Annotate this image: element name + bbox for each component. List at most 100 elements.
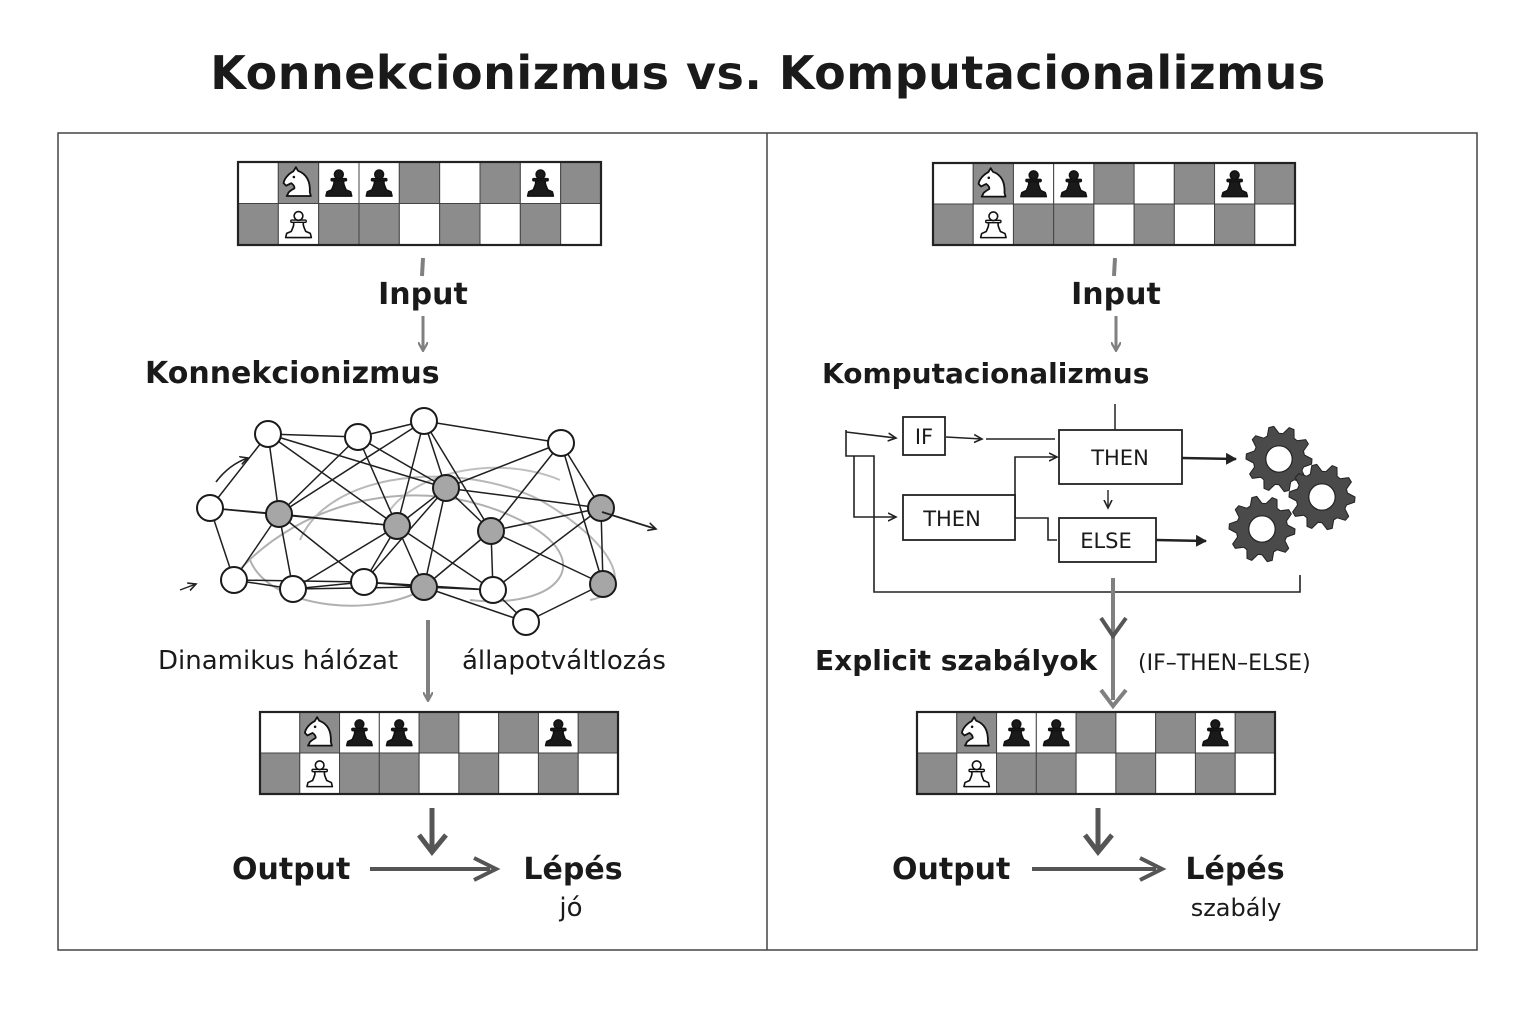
board-square bbox=[1035, 752, 1077, 795]
board-square bbox=[339, 752, 380, 795]
network-node bbox=[479, 576, 507, 604]
board-square bbox=[1093, 162, 1135, 205]
network-output-arrow bbox=[601, 511, 656, 529]
board-square bbox=[1173, 203, 1216, 246]
neural-network bbox=[179, 407, 656, 636]
black-pawn-icon bbox=[1002, 719, 1030, 747]
network-edge bbox=[209, 433, 269, 509]
white-pawn-icon bbox=[306, 760, 334, 788]
network-edge bbox=[490, 530, 604, 585]
black-pawn-icon bbox=[345, 719, 373, 747]
left-heading: Konnekcionizmus bbox=[145, 356, 440, 391]
board-square bbox=[479, 203, 521, 246]
board-square bbox=[1254, 203, 1296, 246]
board-square bbox=[479, 161, 521, 204]
network-edge bbox=[267, 433, 447, 489]
white-knight-icon bbox=[961, 716, 990, 747]
network-node bbox=[265, 500, 293, 528]
board-square bbox=[378, 752, 420, 795]
if-label: IF bbox=[915, 425, 933, 449]
flow-line bbox=[1015, 517, 1057, 541]
network-node bbox=[432, 474, 460, 502]
right-result-label: Lépés bbox=[1185, 852, 1284, 887]
board-square bbox=[932, 162, 974, 205]
board-square bbox=[439, 203, 481, 246]
left-output-label: Output bbox=[232, 852, 350, 887]
gears-icon bbox=[1228, 425, 1356, 563]
board-square bbox=[932, 203, 974, 246]
board-square bbox=[237, 203, 279, 246]
board-square bbox=[916, 711, 958, 754]
network-edge bbox=[525, 583, 604, 623]
board-border bbox=[236, 160, 603, 247]
right-output-arrow-head bbox=[1083, 833, 1114, 857]
network-edge bbox=[292, 525, 398, 590]
white-pawn-icon bbox=[979, 211, 1007, 239]
right-result-sub: szabály bbox=[1191, 894, 1282, 922]
network-node bbox=[410, 573, 438, 601]
black-pawn-icon bbox=[1020, 170, 1048, 198]
right-flow-arrow-head bbox=[1099, 688, 1128, 710]
white-pawn-icon bbox=[284, 210, 313, 239]
network-motion-arrow bbox=[179, 584, 196, 590]
left-input-stub bbox=[420, 257, 425, 277]
network-edge bbox=[490, 507, 602, 532]
network-edge bbox=[423, 487, 447, 588]
left-panel: Input Konnekcionizmus Dinamikus hálózat … bbox=[145, 160, 666, 923]
network-edge bbox=[445, 442, 562, 489]
board-square bbox=[418, 711, 460, 754]
black-pawn-icon bbox=[325, 169, 353, 197]
right-result-arrow-head bbox=[1139, 856, 1167, 882]
network-node bbox=[589, 570, 617, 598]
right-panel: Input Komputacionalizmus IF THEN THEN EL… bbox=[815, 161, 1356, 922]
network-node bbox=[587, 494, 615, 522]
black-pawn-icon bbox=[365, 169, 393, 197]
board-square bbox=[418, 752, 460, 795]
left-result-label: Lépés bbox=[523, 852, 622, 887]
black-pawn-icon bbox=[1042, 719, 1070, 747]
flow-line bbox=[945, 437, 982, 439]
right-output-label: Output bbox=[892, 852, 1010, 887]
network-node bbox=[383, 512, 411, 540]
network-nodes bbox=[196, 407, 617, 636]
network-node bbox=[512, 608, 540, 636]
board-square bbox=[996, 752, 1037, 795]
network-edge bbox=[423, 420, 562, 444]
board-square bbox=[1053, 203, 1095, 246]
network-edge bbox=[423, 530, 492, 588]
network-edge bbox=[492, 507, 602, 591]
network-node bbox=[410, 407, 438, 435]
board-square bbox=[1115, 752, 1157, 795]
left-input-board bbox=[236, 160, 603, 247]
else-box bbox=[1058, 517, 1157, 563]
flow-to-gears-arrow bbox=[1155, 534, 1207, 547]
right-output-board bbox=[915, 710, 1277, 796]
network-edge bbox=[209, 507, 398, 527]
white-knight-icon bbox=[977, 167, 1007, 198]
board-square bbox=[1075, 711, 1117, 754]
black-pawn-icon bbox=[385, 719, 413, 747]
board-square bbox=[398, 203, 441, 246]
board-square bbox=[1155, 711, 1196, 754]
else-label: ELSE bbox=[1080, 529, 1132, 553]
board-square bbox=[237, 161, 279, 204]
board-square bbox=[1133, 203, 1175, 246]
board-square bbox=[398, 161, 441, 204]
board-square bbox=[259, 711, 301, 754]
network-edge bbox=[490, 442, 562, 532]
board-square bbox=[458, 711, 500, 754]
network-motion-arrow bbox=[215, 458, 248, 483]
board-square bbox=[1133, 162, 1175, 205]
network-node bbox=[254, 420, 282, 448]
network-edge bbox=[396, 525, 494, 591]
then-box-left bbox=[902, 494, 1016, 541]
network-edge bbox=[357, 436, 398, 527]
board-square bbox=[1075, 752, 1117, 795]
board-square bbox=[1234, 752, 1276, 795]
left-output-board bbox=[258, 710, 620, 796]
flow-line bbox=[1014, 457, 1057, 518]
flow-to-gears-arrow bbox=[1181, 452, 1237, 465]
network-edge bbox=[278, 513, 365, 583]
gear-icon bbox=[1245, 425, 1313, 493]
board-square bbox=[1254, 162, 1296, 205]
